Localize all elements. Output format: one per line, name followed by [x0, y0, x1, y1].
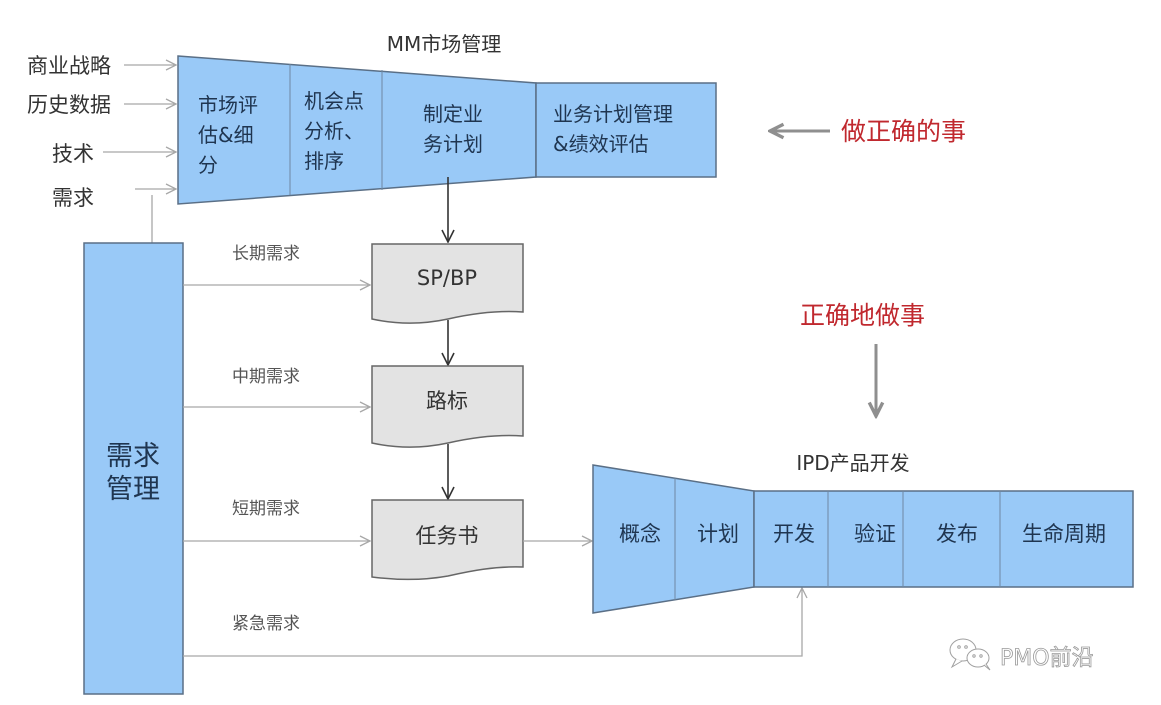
ipd-stage-concept: 概念: [619, 522, 661, 546]
mm-stage-line: 分: [198, 153, 218, 177]
ipd-annotation: 正确地做事: [800, 301, 925, 330]
mm-stage-line: 业务计划管理: [553, 102, 673, 126]
wechat-icon: [949, 638, 991, 671]
ipd-stage-plan: 计划: [697, 522, 739, 546]
mm-stage-line: 机会点: [304, 89, 364, 113]
mm-title: MM市场管理: [387, 32, 502, 56]
ipd-stage-lifecycle: 生命周期: [1022, 522, 1106, 546]
document-label: 路标: [426, 389, 468, 413]
mm-stage-line: 市场评: [198, 93, 258, 117]
mm-stage: 市场评 估&细 分: [198, 93, 258, 177]
document-sp-bp: SP/BP: [371, 243, 524, 324]
demand-management-box: [83, 242, 184, 695]
document-label: SP/BP: [417, 266, 477, 290]
mm-stage: 业务计划管理 &绩效评估: [553, 102, 673, 156]
document-roadmap: 路标: [371, 365, 524, 448]
mm-stage: 机会点 分析、 排序: [304, 89, 364, 173]
ipd-stage-box: [753, 490, 1134, 588]
ipd-title: IPD产品开发: [796, 451, 909, 475]
mm-stage-line: 制定业: [423, 102, 483, 126]
document-shape: [371, 243, 524, 324]
mm-input-label: 技术: [52, 142, 94, 166]
mm-stage-line: &绩效评估: [553, 132, 649, 156]
mm-input-label: 历史数据: [27, 93, 111, 117]
demand-label-line: 需求: [106, 441, 160, 472]
ipd-stage-verify: 验证: [854, 522, 896, 546]
mm-input: 技术: [52, 142, 176, 166]
ipd-stage-develop: 开发: [773, 522, 815, 546]
mm-stage-line: 排序: [304, 149, 344, 173]
document-shape: [371, 499, 524, 581]
mm-input-label: 需求: [52, 186, 94, 210]
mm-stage-box: [535, 82, 717, 178]
mm-stage: 制定业 务计划: [423, 102, 483, 156]
ipd-stage-release: 发布: [936, 522, 978, 546]
demand-label-line: 管理: [106, 474, 160, 505]
mm-annotation: 做正确的事: [841, 117, 966, 146]
document-label: 任务书: [416, 524, 479, 548]
flow-label-urgent: 紧急需求: [232, 614, 300, 634]
flow-label-mid-term: 中期需求: [232, 367, 300, 387]
watermark: PMO前沿: [949, 638, 1094, 671]
mm-stage-line: 分析、: [304, 119, 364, 143]
mm-input-label: 商业战略: [27, 54, 111, 78]
mm-input-list: 商业战略 历史数据 技术 需求: [27, 54, 176, 210]
document-charter: 任务书: [371, 499, 524, 581]
mm-input: 历史数据: [27, 93, 176, 117]
mm-input: 需求: [52, 186, 176, 210]
mm-stage-line: 估&细: [198, 123, 254, 147]
flow-label-long-term: 长期需求: [232, 244, 300, 264]
flow-label-short-term: 短期需求: [232, 499, 300, 519]
document-shape: [371, 365, 524, 448]
watermark-text: PMO前沿: [1000, 646, 1094, 671]
mm-stage-line: 务计划: [423, 132, 483, 156]
flow-arrow-urgent: [183, 588, 802, 657]
mm-input: 商业战略: [27, 54, 176, 78]
